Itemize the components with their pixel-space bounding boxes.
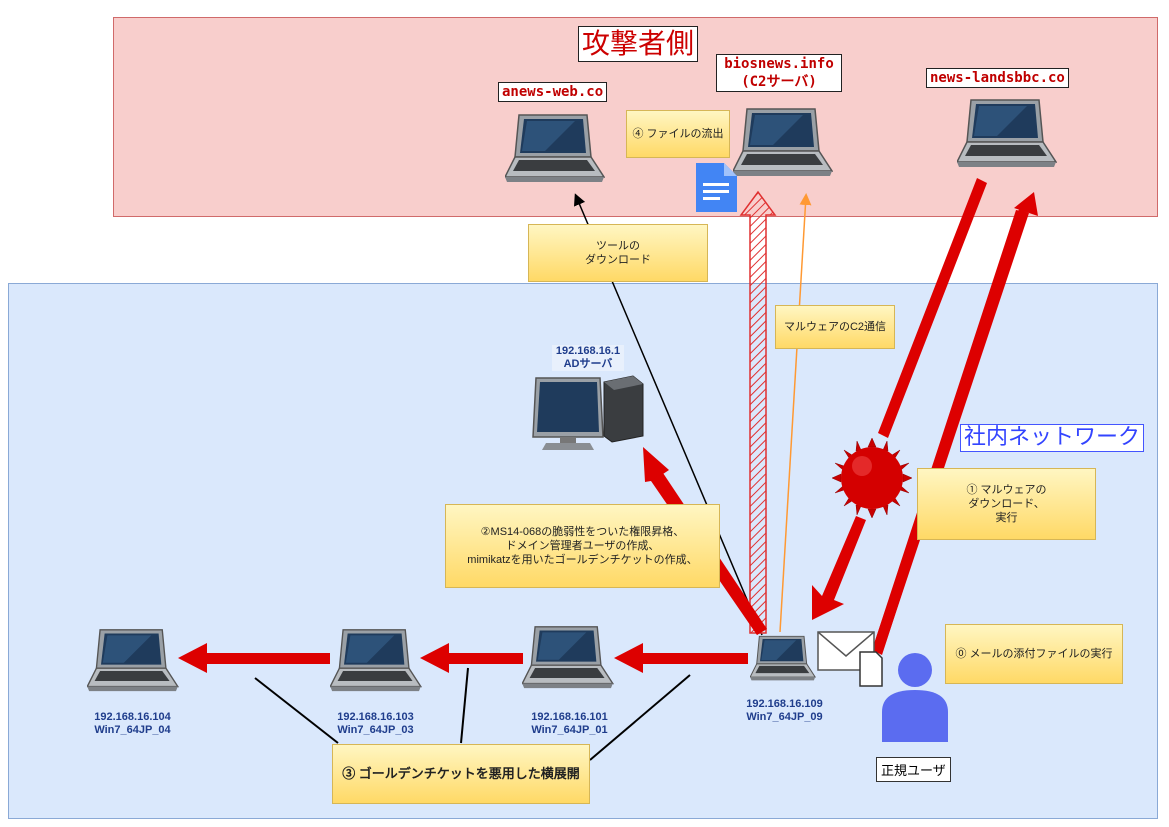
user-icon: [882, 653, 948, 742]
c2-communication-arrow: [779, 193, 812, 633]
note-c2-communication: マルウェアのC2通信: [775, 305, 895, 349]
file-exfiltration-arrow: [739, 190, 777, 634]
note-privilege-escalation: ②MS14-068の脆弱性をついた権限昇格、 ドメイン管理者ユーザの作成、 mi…: [445, 504, 720, 588]
laptop-news-landsbbc: [957, 99, 1057, 168]
internal-network-title: 社内ネットワーク: [960, 424, 1145, 452]
lateral-movement-arrows: [178, 643, 748, 673]
laptop-host-109: [750, 635, 816, 681]
host-ip: 192.168.16.109: [746, 698, 823, 710]
host-label-103: 192.168.16.103 Win7_64JP_03: [318, 711, 433, 737]
laptop-anews-web: [505, 114, 605, 183]
domain-name: biosnews.info: [724, 56, 834, 72]
lateral-connector-lines: [254, 667, 691, 761]
legitimate-user-label: 正規ユーザ: [876, 757, 951, 782]
laptop-host-103: [330, 629, 422, 692]
ad-server-icon: [532, 375, 644, 450]
host-name: Win7_64JP_09: [746, 711, 823, 723]
host-name: Win7_64JP_01: [531, 724, 608, 736]
domain-label-anews-web: anews-web.co: [498, 82, 608, 102]
host-ip: 192.168.16.104: [94, 711, 171, 723]
ad-server-name: ADサーバ: [563, 358, 613, 370]
note-attachment-execution: ⓪ メールの添付ファイルの実行: [945, 624, 1123, 684]
ad-server-ip: 192.168.16.1: [555, 345, 621, 357]
host-label-101: 192.168.16.101 Win7_64JP_01: [512, 711, 627, 737]
laptop-host-101: [522, 626, 614, 689]
note-file-leak: ④ ファイルの流出: [626, 110, 730, 158]
host-ip: 192.168.16.101: [531, 711, 608, 723]
note-malware-download: ① マルウェアの ダウンロード、 実行: [917, 468, 1096, 540]
host-label-104: 192.168.16.104 Win7_64JP_04: [75, 711, 190, 737]
host-ip: 192.168.16.103: [337, 711, 414, 723]
malware-download-arrow-upper: [878, 178, 987, 438]
host-label-109: 192.168.16.109 Win7_64JP_09: [727, 698, 842, 724]
malware-virus-icon: [831, 437, 913, 519]
attacker-side-title: 攻撃者側: [578, 26, 699, 62]
domain-label-biosnews: biosnews.info (C2サーバ): [716, 54, 842, 92]
email-envelope-icon: [817, 631, 883, 687]
note-lateral-movement: ③ ゴールデンチケットを悪用した横展開: [332, 744, 590, 804]
host-name: Win7_64JP_03: [337, 724, 414, 736]
ad-server-label: 192.168.16.1 ADサーバ: [552, 345, 624, 371]
malware-download-arrow-lower: [812, 516, 866, 620]
domain-label-news-landsbbc: news-landsbbc.co: [926, 68, 1069, 88]
laptop-host-104: [87, 629, 179, 692]
host-name: Win7_64JP_04: [94, 724, 171, 736]
note-tool-download: ツールの ダウンロード: [528, 224, 708, 282]
laptop-biosnews-c2: [733, 108, 833, 177]
document-icon: [696, 163, 737, 212]
domain-subtitle: (C2サーバ): [741, 74, 817, 90]
